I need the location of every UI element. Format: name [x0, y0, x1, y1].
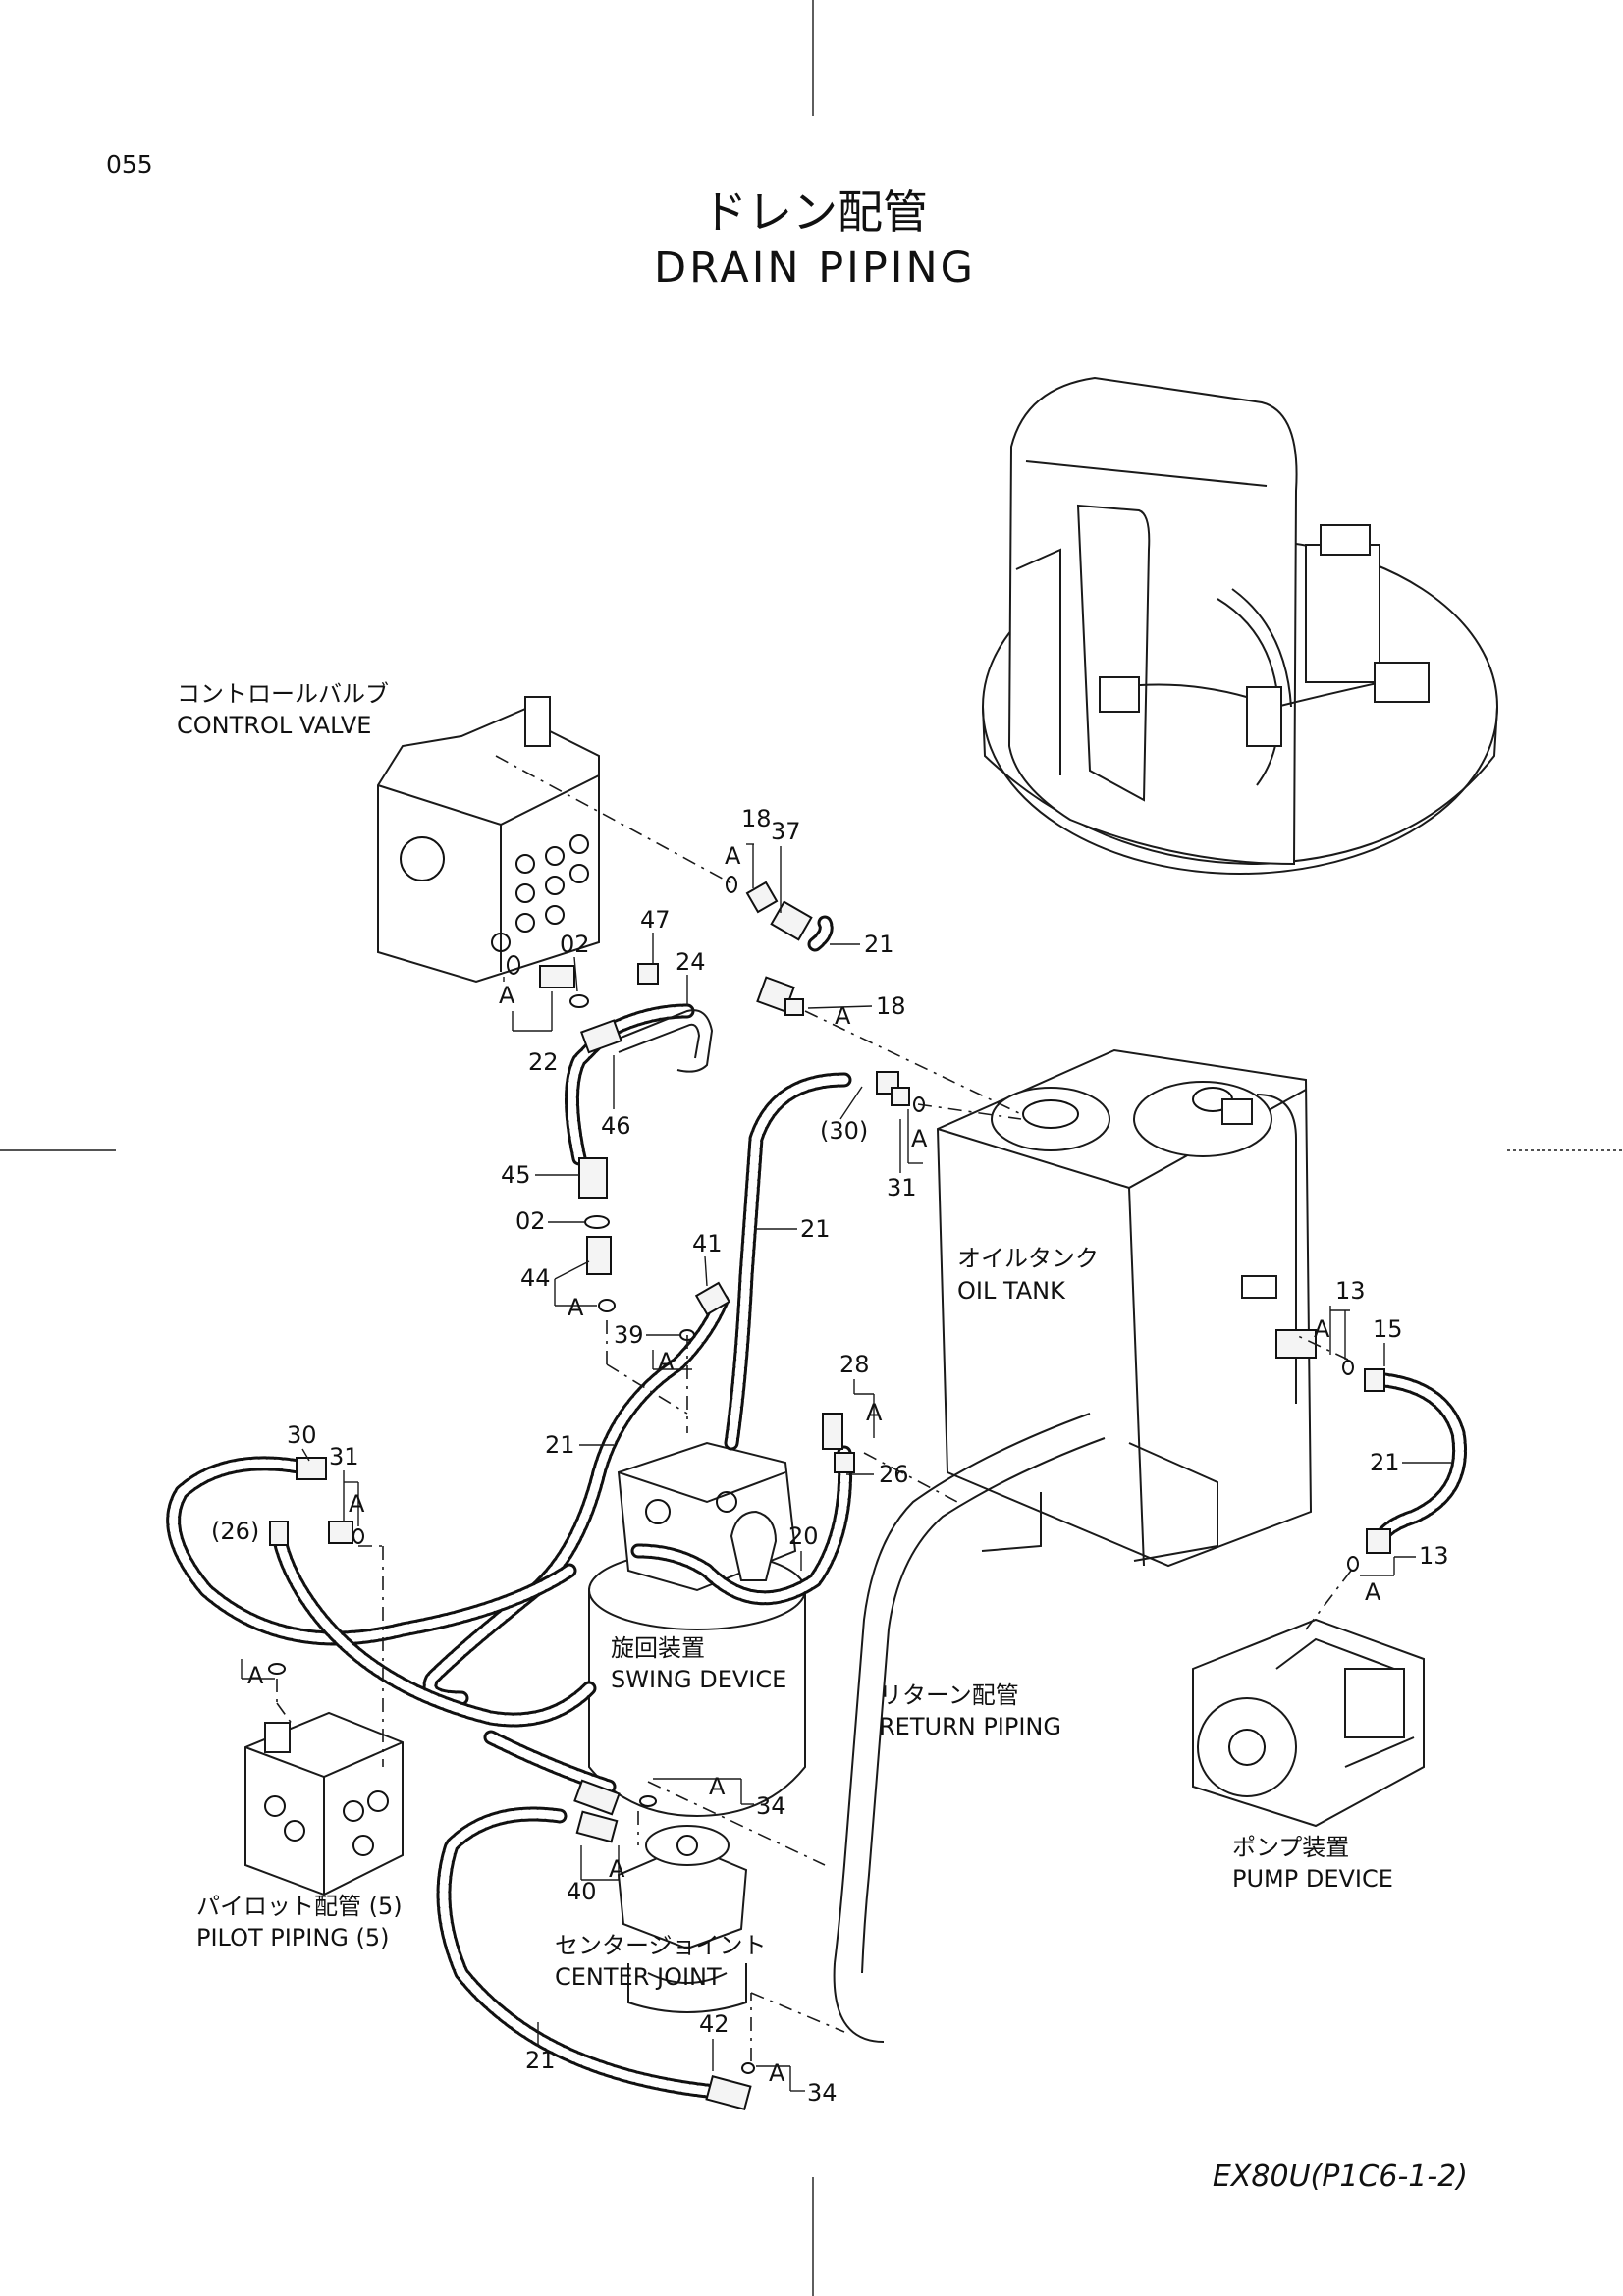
- callout-37: 37: [771, 818, 801, 845]
- callout-39: 39: [614, 1321, 644, 1349]
- callout-ref-a: A: [835, 1002, 851, 1030]
- callout-41: 41: [692, 1230, 723, 1257]
- title-en: DRAIN PIPING: [654, 243, 976, 293]
- callout-21: 21: [545, 1431, 575, 1459]
- callout-47: 47: [640, 906, 671, 934]
- label-control-valve-en: CONTROL VALVE: [177, 712, 371, 739]
- callout-21: 21: [864, 931, 894, 958]
- callout-24: 24: [676, 948, 706, 976]
- callout-34: 34: [756, 1792, 786, 1820]
- label-control-valve-jp: コントロールバルブ: [177, 680, 389, 708]
- callout-31: 31: [329, 1443, 359, 1470]
- callout-21: 21: [525, 2047, 556, 2074]
- label-pilot-piping-jp: パイロット配管 (5): [196, 1893, 403, 1920]
- callout-21: 21: [1370, 1449, 1400, 1476]
- label-center-joint-en: CENTER JOINT: [555, 1963, 722, 1991]
- callout-40: 40: [567, 1878, 597, 1905]
- callout-ref-a: A: [658, 1348, 675, 1375]
- model-code: EX80U(P1C6-1-2): [1213, 2160, 1468, 2194]
- center-joint-illustration: [617, 1825, 748, 2013]
- callout-42: 42: [699, 2010, 730, 2038]
- return-pipe: [834, 1413, 1091, 1964]
- control-valve-illustration: [377, 696, 600, 984]
- label-oil-tank-en: OIL TANK: [957, 1277, 1066, 1305]
- callout-ref-a: A: [568, 1294, 584, 1321]
- callout-02: 02: [560, 931, 590, 958]
- callout-13: 13: [1335, 1277, 1366, 1305]
- label-center-joint-jp: センタージョイント: [555, 1932, 767, 1959]
- callout-18: 18: [876, 992, 906, 1020]
- callout-ref-a: A: [247, 1662, 264, 1689]
- pilot-valve-illustration: [244, 1711, 404, 1896]
- page-number: 055: [106, 150, 153, 179]
- callout-02: 02: [515, 1207, 546, 1235]
- callout-ref-a: A: [866, 1399, 883, 1426]
- callout-22: 22: [528, 1048, 559, 1076]
- callout-20: 20: [788, 1522, 819, 1550]
- callout-34: 34: [807, 2079, 838, 2107]
- label-return-piping-jp: リターン配管: [879, 1682, 1019, 1709]
- callout-26: 26: [879, 1461, 909, 1488]
- connection-lines: [276, 755, 1352, 2061]
- title-jp: ドレン配管: [702, 186, 928, 239]
- swing-device-illustration: [588, 1441, 806, 1818]
- drain-hoses: [166, 915, 1467, 2099]
- part-callouts: 18 37 A 21 18 A 47 02 24 A 22 46 45 02 4…: [211, 805, 1451, 2107]
- callout-13: 13: [1419, 1542, 1449, 1570]
- callout-ref-a: A: [709, 1773, 726, 1800]
- callout-ref-a: A: [769, 2059, 785, 2087]
- callout-31: 31: [887, 1174, 917, 1201]
- component-labels: コントロールバルブ CONTROL VALVE オイルタンク OIL TANK …: [177, 680, 1393, 1991]
- callout-30: (30): [820, 1117, 868, 1145]
- label-swing-device-en: SWING DEVICE: [611, 1666, 786, 1693]
- label-oil-tank-jp: オイルタンク: [957, 1245, 1099, 1272]
- label-swing-device-jp: 旋回装置: [611, 1634, 705, 1662]
- callout-18: 18: [741, 805, 772, 832]
- label-pilot-piping-en: PILOT PIPING (5): [196, 1924, 390, 1951]
- callout-44: 44: [520, 1264, 551, 1292]
- callout-ref-a: A: [349, 1490, 365, 1518]
- label-pump-device-en: PUMP DEVICE: [1232, 1865, 1393, 1893]
- fittings: [268, 876, 1391, 2110]
- callout-ref-a: A: [1314, 1315, 1330, 1343]
- callout-ref-a: A: [609, 1855, 625, 1883]
- callout-ref-a: A: [911, 1125, 928, 1152]
- machine-overview-illustration: [982, 376, 1498, 875]
- callout-46: 46: [601, 1112, 631, 1140]
- label-return-piping-en: RETURN PIPING: [879, 1713, 1061, 1740]
- callout-ref-a: A: [725, 842, 741, 870]
- label-pump-device-jp: ポンプ装置: [1232, 1834, 1349, 1861]
- callout-21: 21: [800, 1215, 831, 1243]
- callout-ref-a: A: [1365, 1578, 1381, 1606]
- callout-30: 30: [287, 1421, 317, 1449]
- callout-45: 45: [501, 1161, 531, 1189]
- callout-26: (26): [211, 1518, 259, 1545]
- callout-ref-a: A: [499, 982, 515, 1009]
- callout-15: 15: [1373, 1315, 1403, 1343]
- callout-28: 28: [839, 1351, 870, 1378]
- pump-device-illustration: [1192, 1618, 1425, 1828]
- oil-tank-illustration: [936, 1048, 1313, 1568]
